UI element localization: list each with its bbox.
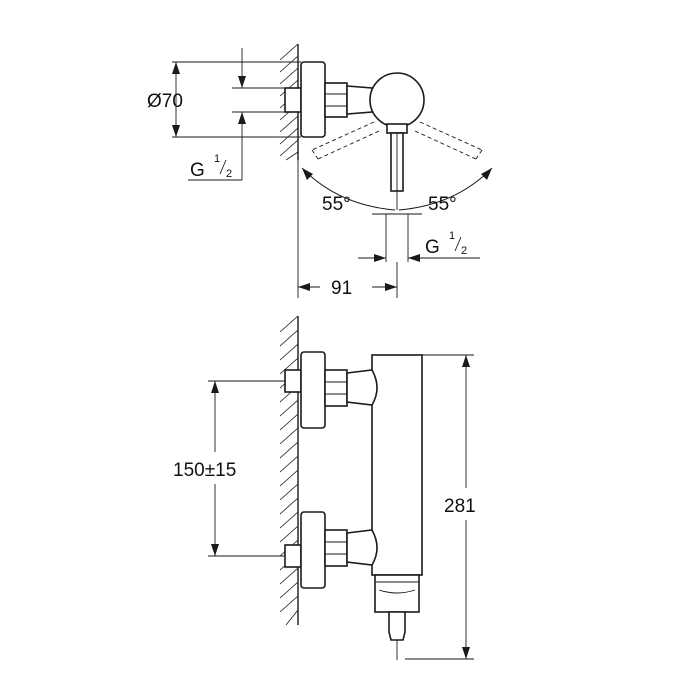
top-view: Ø70 G 1 2 55° 55°	[147, 43, 493, 299]
spacing-dimension	[208, 380, 285, 557]
thread-den-right: 2	[461, 245, 467, 257]
diameter-label: Ø70	[147, 91, 183, 112]
lower-connection	[284, 511, 378, 589]
thread-label-left: G 1 2	[190, 153, 232, 181]
angle-label-right: 55°	[428, 194, 457, 215]
connector-top	[346, 85, 373, 115]
thread-den-left: 2	[226, 168, 232, 180]
thread-num-right: 1	[449, 230, 455, 242]
thread-dimension-right	[358, 213, 480, 262]
upper-connection	[284, 351, 378, 429]
thread-num-left: 1	[214, 153, 220, 165]
escutcheon-top	[300, 61, 326, 138]
spacing-label: 150±15	[173, 460, 236, 481]
angle-label-left: 55°	[322, 194, 351, 215]
spout-swivel-positions	[311, 121, 483, 160]
thread-label-right: G 1 2	[425, 230, 467, 258]
offset-dimension	[297, 160, 398, 298]
bottom-cap	[374, 574, 420, 613]
angle-arc-left	[301, 167, 493, 211]
height-dimension	[405, 354, 474, 660]
thread-g-right: G	[425, 237, 440, 258]
hex-nut-top	[324, 82, 348, 118]
height-label: 281	[444, 496, 476, 517]
spout-top	[386, 123, 408, 192]
wall-hatch-front	[279, 315, 299, 626]
mixer-body-front	[371, 354, 423, 576]
thread-dimension-left	[188, 48, 288, 181]
front-view: 150±15 281	[173, 315, 476, 660]
diameter-dimension	[172, 61, 301, 138]
outlet-front	[388, 611, 406, 660]
mixer-body-top	[369, 72, 425, 128]
inlet-stub-top	[284, 87, 302, 113]
thread-g-left: G	[190, 160, 205, 181]
offset-label: 91	[331, 278, 352, 299]
